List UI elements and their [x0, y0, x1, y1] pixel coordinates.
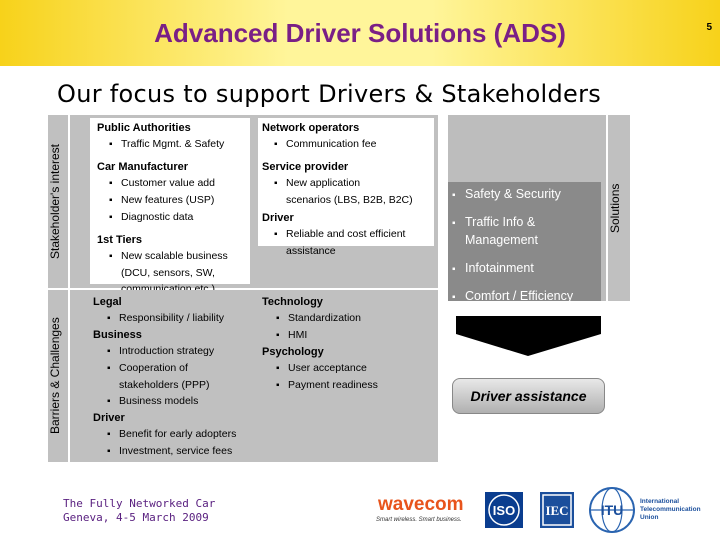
iso-logo: ISO: [485, 492, 523, 528]
list-item: Communication fee: [262, 136, 413, 153]
list-item: Customer value add: [97, 175, 228, 192]
list-item: Standardization: [262, 310, 378, 327]
wavecom-logo-icon: wavecom Smart wireless. Smart business.: [376, 494, 464, 523]
svg-text:ISO: ISO: [493, 503, 515, 518]
list-item: User acceptance: [262, 360, 378, 377]
barriers-label: Barriers & Challenges: [48, 317, 62, 435]
itu-logo-icon: ITU International Telecommunication Unio…: [589, 487, 701, 533]
iso-logo-icon: ISO: [488, 494, 520, 526]
tier1-heading: 1st Tiers: [97, 234, 143, 246]
list-item: Benefit for early adopters: [93, 426, 236, 443]
footer-line1: The Fully Networked Car: [63, 497, 216, 510]
public-authorities-heading: Public Authorities: [97, 122, 191, 134]
list-item: New application: [262, 175, 413, 192]
network-operators-heading: Network operators: [262, 122, 360, 134]
svg-text:Union: Union: [640, 514, 658, 521]
svg-text:ITU: ITU: [601, 502, 624, 518]
list-item: Payment readiness: [262, 377, 378, 394]
list-item-cont: stakeholders (PPP): [119, 379, 210, 391]
stakeholders-label-panel: [48, 115, 68, 288]
footer-line2: Geneva, 4-5 March 2009: [63, 511, 209, 524]
solution-traffic: ▪Traffic Info &Management: [452, 215, 538, 247]
slide-title: Advanced Driver Solutions (ADS): [154, 18, 566, 48]
list-item: Introduction strategy: [93, 343, 236, 360]
car-manufacturer-heading: Car Manufacturer: [97, 161, 189, 173]
solutions-label-panel: [608, 115, 630, 301]
list-item: Responsibility / liability: [93, 310, 236, 327]
svg-text:wavecom: wavecom: [377, 494, 464, 515]
svg-text:Smart wireless. Smart business: Smart wireless. Smart business.: [376, 517, 462, 523]
service-provider-heading: Service provider: [262, 161, 349, 173]
technology-heading: Technology: [262, 296, 323, 308]
page-number: 5: [706, 22, 712, 33]
solution-safety: ▪Safety & Security: [452, 187, 561, 201]
slide-subtitle: Our focus to support Drivers & Stakehold…: [57, 80, 602, 108]
list-item: HMI: [262, 327, 378, 344]
arrow-down-icon: [456, 334, 601, 356]
arrow-shaft: [456, 316, 601, 334]
list-item: New features (USP): [97, 192, 228, 209]
solution-comfort: ▪Comfort / Efficiency: [452, 289, 574, 303]
list-item-cont: assistance: [286, 245, 336, 257]
list-item: Cooperation of: [93, 360, 236, 377]
list-item: Reliable and cost efficient: [262, 226, 413, 243]
solution-infotainment: ▪Infotainment: [452, 261, 534, 275]
driver-heading: Driver: [262, 212, 294, 224]
solutions-label: Solutions: [608, 183, 622, 233]
psychology-heading: Psychology: [262, 346, 324, 358]
list-item: New scalable business: [97, 248, 228, 265]
list-item: Business models: [93, 393, 236, 410]
iec-logo: IEC: [540, 492, 574, 528]
iec-logo-icon: IEC: [542, 494, 572, 526]
wavecom-logo: wavecom Smart wireless. Smart business.: [374, 490, 474, 526]
barriers-label-panel: [48, 290, 68, 462]
footer-note: The Fully Networked Car Geneva, 4-5 Marc…: [63, 497, 215, 525]
list-item: Traffic Mgmt. & Safety: [97, 136, 228, 153]
business-heading: Business: [93, 329, 142, 341]
list-item-cont: (DCU, sensors, SW,: [121, 267, 215, 279]
stakeholders-label: Stakeholder's interest: [48, 143, 62, 260]
legal-heading: Legal: [93, 296, 122, 308]
svg-text:International: International: [640, 498, 679, 505]
header-banner: [0, 0, 720, 66]
barriers-right-text: Technology Standardization HMI Psycholog…: [262, 294, 378, 394]
driver-assistance-box: Driver assistance: [452, 378, 605, 414]
stakeholders-left-text: Public Authorities Traffic Mgmt. & Safet…: [97, 120, 228, 297]
list-item-cont: scenarios (LBS, B2B, B2C): [286, 194, 413, 206]
itu-logo: ITU International Telecommunication Unio…: [588, 484, 716, 536]
svg-text:Telecommunication: Telecommunication: [640, 506, 701, 513]
stakeholders-right-text: Network operators Communication fee Serv…: [262, 120, 413, 259]
svg-text:IEC: IEC: [545, 503, 568, 518]
list-item: Investment, service fees: [93, 443, 236, 460]
barriers-left-text: Legal Responsibility / liability Busines…: [93, 294, 236, 460]
list-item: Diagnostic data: [97, 209, 228, 226]
barrier-driver-heading: Driver: [93, 412, 125, 424]
solutions-items-bg: [448, 182, 601, 301]
